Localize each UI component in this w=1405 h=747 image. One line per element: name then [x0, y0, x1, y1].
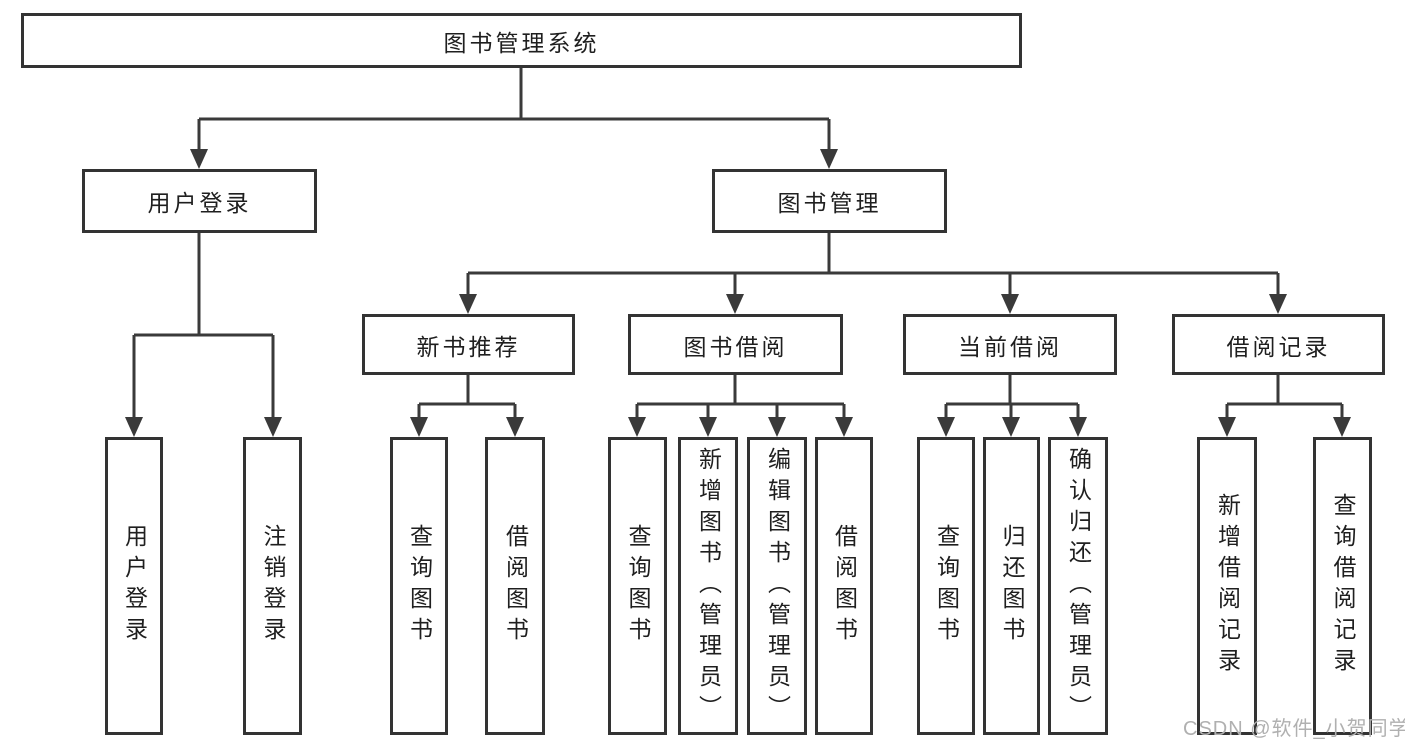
leaf-nbr-query-books-label: 查询图书	[406, 524, 433, 648]
leaf-br-query-record: 查询借阅记录	[1313, 437, 1372, 735]
node-root-label: 图书管理系统	[443, 29, 600, 56]
node-current-borrow: 当前借阅	[903, 314, 1117, 375]
leaf-bb-query-books: 查询图书	[608, 437, 667, 735]
leaf-nbr-query-books: 查询图书	[390, 437, 448, 735]
node-root: 图书管理系统	[21, 13, 1022, 68]
leaf-cb-query-books: 查询图书	[917, 437, 975, 735]
leaf-bb-add-books-admin: 新增图书（管理员）	[678, 437, 738, 735]
leaf-bb-add-books-admin-label: 新增图书（管理员）	[695, 446, 722, 726]
node-current-borrow-label: 当前借阅	[958, 333, 1062, 360]
leaf-br-add-record: 新增借阅记录	[1197, 437, 1257, 735]
leaf-cb-return-books: 归还图书	[983, 437, 1040, 735]
leaf-bb-borrow-books-label: 借阅图书	[831, 524, 858, 648]
leaf-cb-confirm-return-admin: 确认归还（管理员）	[1048, 437, 1108, 735]
node-new-book-recommend-label: 新书推荐	[416, 333, 521, 360]
leaf-bb-query-books-label: 查询图书	[625, 524, 651, 648]
leaf-cb-confirm-return-admin-label: 确认归还（管理员）	[1065, 446, 1092, 726]
leaf-br-query-record-label: 查询借阅记录	[1330, 493, 1356, 679]
leaf-cb-return-books-label: 归还图书	[999, 524, 1025, 648]
leaf-nbr-borrow-books-label: 借阅图书	[502, 524, 529, 648]
node-borrow-records: 借阅记录	[1172, 314, 1385, 375]
node-new-book-recommend: 新书推荐	[362, 314, 575, 375]
leaf-cb-query-books-label: 查询图书	[933, 524, 960, 648]
leaf-br-add-record-label: 新增借阅记录	[1214, 493, 1241, 679]
node-book-borrow-label: 图书借阅	[683, 333, 788, 360]
node-book-management: 图书管理	[712, 169, 947, 233]
leaf-user-login-label: 用户登录	[121, 524, 148, 648]
leaf-logout: 注销登录	[243, 437, 302, 735]
csdn-watermark: CSDN @软件_小贺同学	[1183, 718, 1405, 740]
leaf-bb-borrow-books: 借阅图书	[815, 437, 873, 735]
leaf-logout-label: 注销登录	[260, 524, 286, 648]
leaf-bb-edit-books-admin: 编辑图书（管理员）	[747, 437, 807, 735]
node-book-borrow: 图书借阅	[628, 314, 843, 375]
node-user-login-label: 用户登录	[147, 190, 252, 216]
node-book-management-label: 图书管理	[777, 190, 882, 216]
leaf-nbr-borrow-books: 借阅图书	[485, 437, 545, 735]
node-user-login: 用户登录	[82, 169, 317, 233]
leaf-user-login: 用户登录	[105, 437, 163, 735]
leaf-bb-edit-books-admin-label: 编辑图书（管理员）	[764, 446, 791, 726]
node-borrow-records-label: 借阅记录	[1226, 333, 1331, 360]
